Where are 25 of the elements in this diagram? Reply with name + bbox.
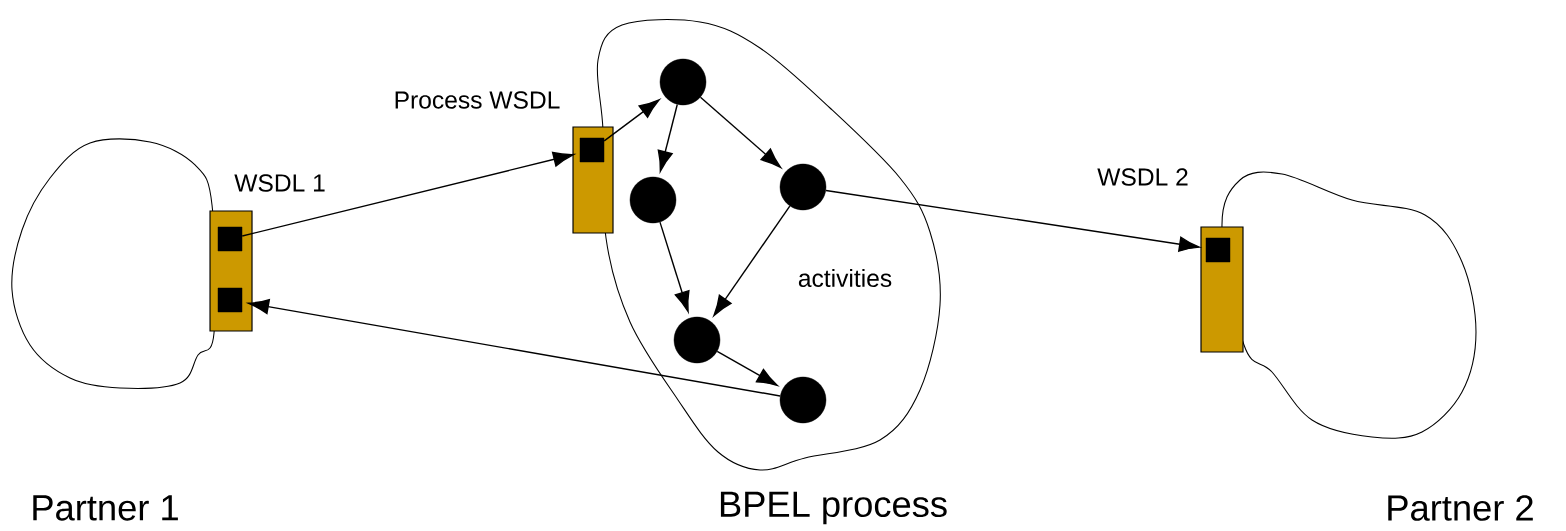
port-label: Process WSDL [395, 91, 560, 109]
port-label: WSDL 1 [234, 174, 325, 192]
arrow [248, 299, 781, 397]
operation-circle [779, 163, 827, 211]
arrow [699, 96, 782, 169]
port-square [217, 287, 243, 313]
arrow [603, 99, 660, 142]
arrow [825, 189, 1200, 252]
process-label: Partner 1 [33, 495, 178, 521]
arrow [659, 221, 690, 313]
operation-circle [629, 176, 677, 224]
operation-circle [659, 58, 707, 106]
process-label: BPEL process [720, 491, 947, 525]
area-label: activities [798, 268, 892, 287]
arrow [716, 350, 778, 386]
operation-circle [779, 376, 827, 424]
port-square [579, 137, 605, 163]
process-label: Partner 2 [1388, 495, 1533, 521]
port-square [217, 226, 243, 252]
port-label: WSDL 2 [1097, 168, 1188, 186]
port-square [1205, 237, 1231, 263]
arrow [713, 205, 791, 317]
operation-circle [673, 316, 721, 364]
arrow [657, 103, 678, 172]
arrow [241, 151, 575, 237]
